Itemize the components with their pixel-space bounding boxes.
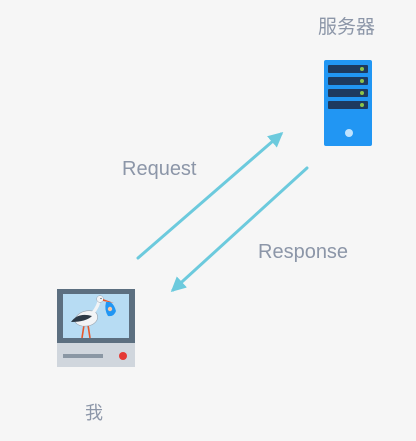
stork-icon <box>71 295 116 339</box>
request-label: Request <box>122 158 197 180</box>
computer-with-stork-icon <box>57 289 135 367</box>
me-label: 我 <box>85 403 103 424</box>
request-arrow <box>136 132 284 260</box>
server-label: 服务器 <box>318 16 376 38</box>
server-icon <box>324 60 372 146</box>
response-arrow <box>170 166 309 293</box>
response-label: Response <box>258 241 349 263</box>
